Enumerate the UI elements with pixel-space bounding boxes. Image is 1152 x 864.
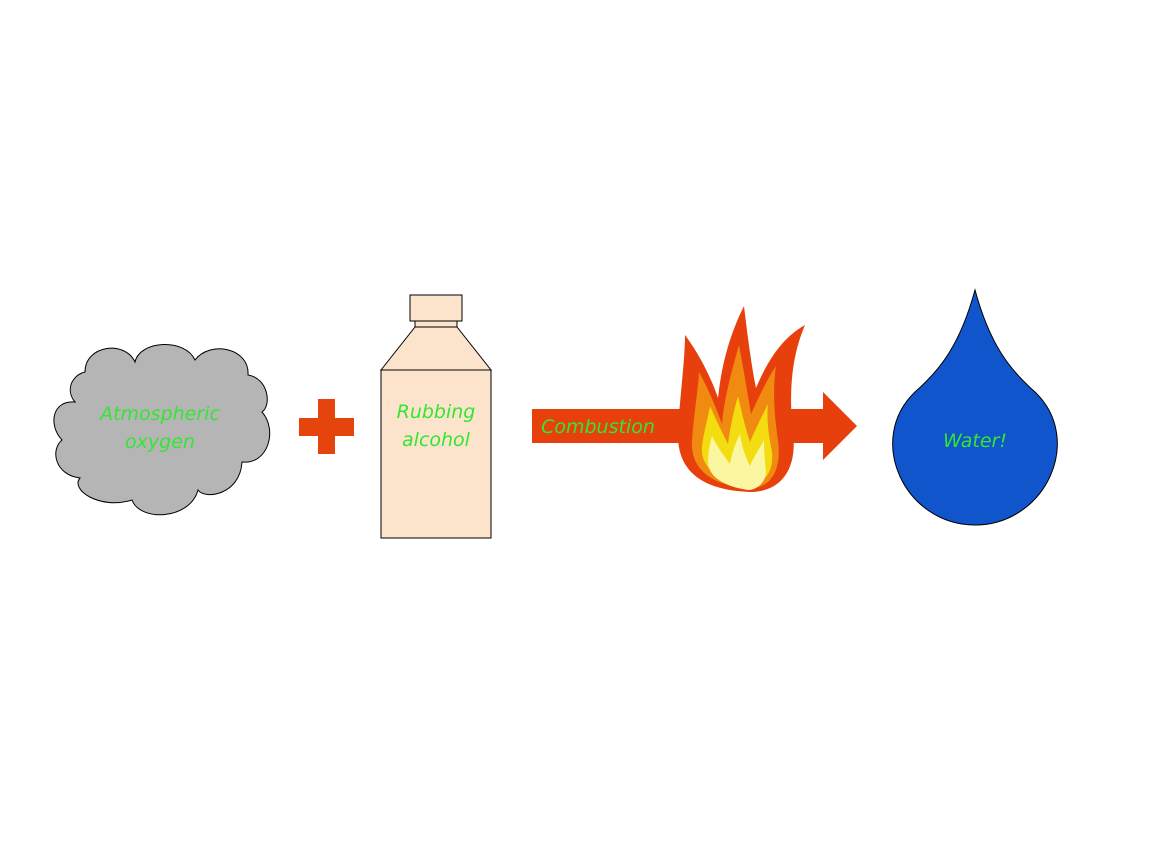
cloud-icon xyxy=(53,344,271,516)
plus-icon xyxy=(299,399,354,454)
flame-core xyxy=(708,434,766,490)
bottle-icon xyxy=(379,294,493,539)
cloud-label-line2: oxygen xyxy=(125,431,195,453)
water-drop-icon xyxy=(892,288,1058,526)
plus-sign xyxy=(299,399,354,454)
bottle-label-line1: Rubbing xyxy=(397,401,476,423)
bottle-label-line2: alcohol xyxy=(402,429,471,451)
water-drop: Water! xyxy=(892,288,1058,526)
cloud-label-line1: Atmospheric xyxy=(98,403,220,425)
alcohol-bottle: Rubbing alcohol xyxy=(379,294,493,539)
bottle-neck xyxy=(414,320,458,328)
bottle-cap xyxy=(409,294,463,322)
oxygen-cloud: Atmospheric oxygen xyxy=(53,344,271,516)
drop-label: Water! xyxy=(943,430,1007,452)
fire-icon xyxy=(677,306,805,492)
bottle-shoulder xyxy=(379,326,493,371)
bottle-body xyxy=(380,369,492,539)
arrow-label: Combustion xyxy=(541,416,655,438)
